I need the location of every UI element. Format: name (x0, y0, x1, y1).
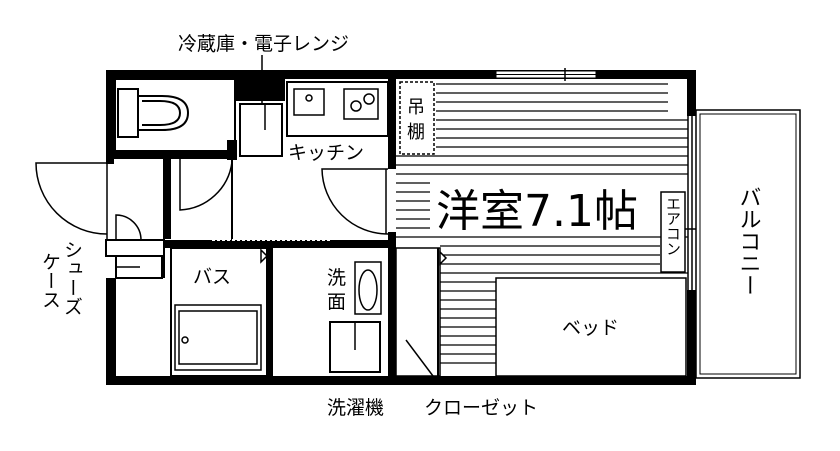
pillar-2 (227, 140, 237, 160)
label-fridge-range: 冷蔵庫・電子レンジ (178, 33, 349, 55)
bath-top-wall (164, 240, 396, 248)
label-washbasin-1: 洗 (327, 267, 346, 289)
hall-wall-1 (106, 151, 235, 159)
label-shoe-case-2: ケース (39, 252, 61, 309)
label-room: 洋室7.1帖 (436, 186, 638, 237)
bath-room (170, 247, 268, 377)
closet-wall (388, 248, 396, 376)
closet (395, 247, 441, 377)
label-balcony: バルコニー (736, 186, 761, 296)
room-door (321, 168, 389, 235)
kitchen-room-wall (388, 79, 396, 169)
label-washbasin-2: 面 (327, 291, 346, 313)
label-bath: バス (193, 266, 231, 288)
label-aircon: エアコン (664, 196, 682, 256)
label-bed: ベッド (562, 317, 619, 339)
entrance-door (35, 162, 108, 240)
fridge-box (239, 103, 283, 157)
label-closet: クローゼット (424, 397, 538, 419)
washbasin-icon (354, 261, 382, 315)
toilet-icon (117, 88, 190, 138)
label-hanging-cabinet-1: 吊 (407, 97, 425, 118)
sink-icon (293, 88, 325, 116)
kitchen-counter (286, 81, 389, 137)
entrance-wall (163, 159, 171, 239)
toilet-door (179, 159, 233, 211)
stove-icon (343, 88, 379, 120)
pillar (235, 79, 285, 101)
label-washing-machine: 洗濯機 (327, 397, 384, 419)
label-shoe-case-1: シューズ (61, 240, 83, 316)
room-hatch (396, 83, 688, 364)
balcony-outline (695, 109, 801, 379)
outer-walls (106, 70, 696, 385)
bed-outline (495, 277, 687, 377)
aircon-unit (660, 191, 686, 273)
bathtub (174, 304, 262, 371)
label-kitchen: キッチン (288, 142, 364, 164)
label-hanging-cabinet-2: 棚 (407, 122, 425, 143)
hanging-cabinet (399, 81, 435, 155)
toilet-room (114, 78, 236, 152)
